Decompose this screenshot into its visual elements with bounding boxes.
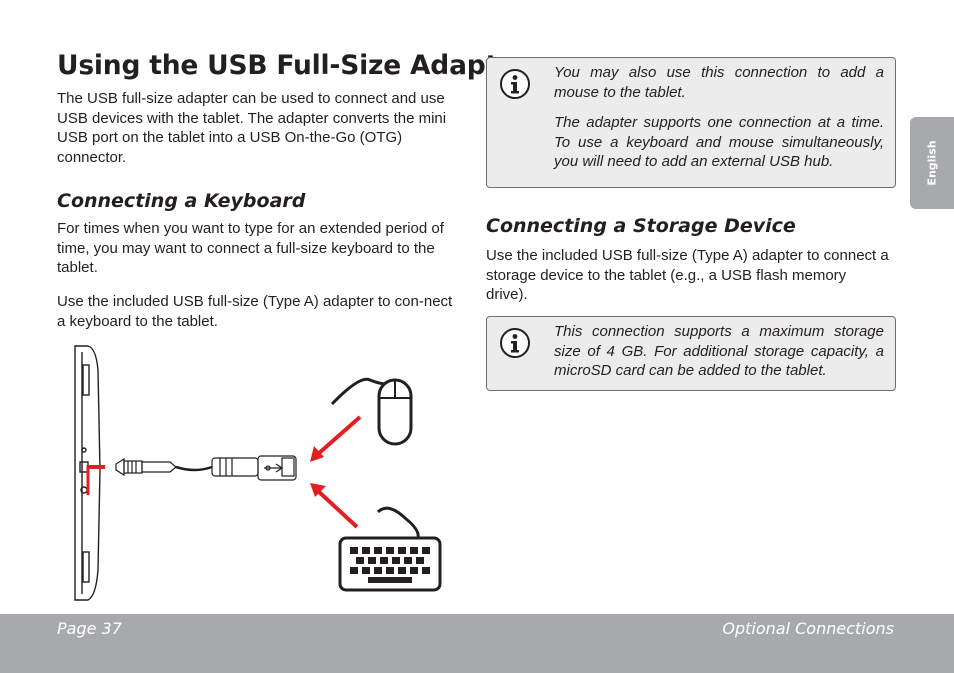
page-number: Page 37 [57, 619, 122, 638]
note-2-text: This connection supports a maximum stora… [554, 323, 884, 379]
keyboard-paragraph-2: Use the included USB full-size (Type A) … [57, 293, 453, 330]
info-note-2: This connection supports a maximum stora… [486, 316, 896, 391]
keyboard-paragraph-1: For times when you want to type for an e… [57, 220, 444, 276]
note-1-text-2: The adapter supports one connection at a… [554, 114, 884, 170]
section-name: Optional Connections [722, 619, 894, 638]
tablet-side-view [74, 345, 101, 601]
info-icon [500, 69, 530, 99]
page-footer: Page 37 Optional Connections [0, 614, 954, 673]
info-icon [500, 328, 530, 358]
mouse-icon [330, 377, 413, 446]
language-tab-label: English [925, 140, 939, 186]
mini-usb-plug [115, 457, 177, 477]
info-note-1: You may also use this connection to add … [486, 57, 896, 188]
keyboard-heading: Connecting a Keyboard [57, 190, 306, 212]
language-tab: English [910, 117, 954, 209]
intro-paragraph: The USB full-size adapter can be used to… [57, 90, 447, 166]
keyboard-icon [338, 506, 442, 592]
note-1-text-1: You may also use this connection to add … [554, 64, 884, 101]
arrows [310, 415, 362, 529]
usb-cable [175, 465, 213, 472]
storage-paragraph: Use the included USB full-size (Type A) … [486, 247, 889, 303]
usb-connection-illustration [74, 345, 442, 601]
storage-heading: Connecting a Storage Device [486, 215, 796, 237]
page-title: Using the USB Full-Size Adapter [57, 50, 529, 81]
usb-a-connector [211, 455, 297, 481]
